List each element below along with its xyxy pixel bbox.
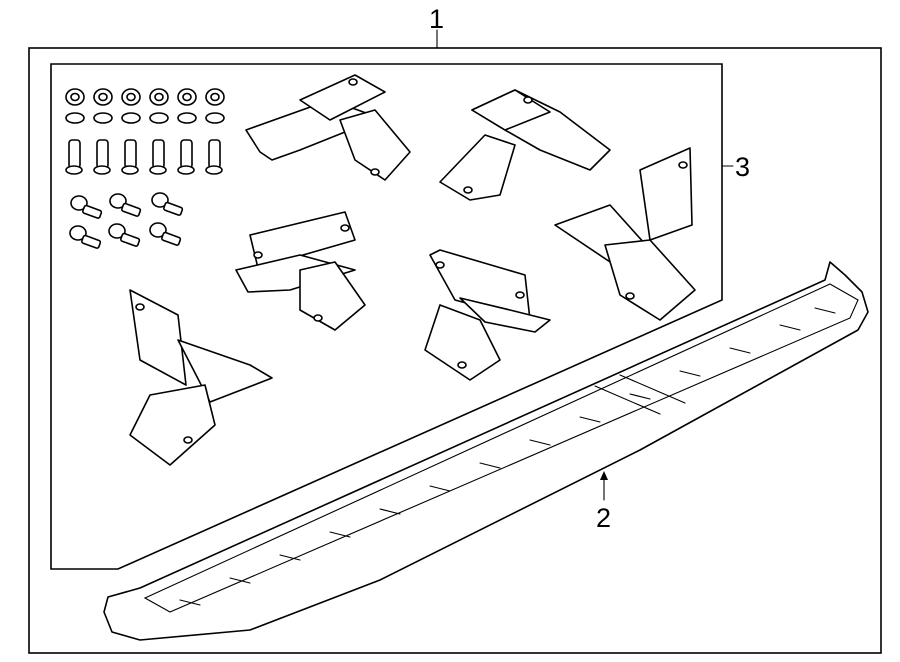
assembly-frame	[28, 47, 882, 654]
mounting-bracket-f	[129, 289, 273, 466]
bolt-set	[65, 139, 223, 175]
callout-2: 2	[596, 503, 612, 533]
mounting-bracket-b	[439, 89, 611, 201]
mounting-bracket-d	[235, 211, 366, 331]
mounting-bracket-c	[554, 147, 696, 321]
running-board	[103, 261, 869, 641]
mounting-bracket-e	[424, 249, 551, 381]
nut-set	[65, 88, 225, 124]
mounting-bracket-a	[245, 74, 411, 181]
callout-1: 1	[429, 4, 445, 34]
screw-set	[69, 192, 184, 249]
bracket-kit-frame	[50, 63, 723, 570]
tread-pattern	[179, 307, 836, 606]
callout-3: 3	[735, 152, 751, 182]
leader-arrow-2	[600, 471, 608, 480]
